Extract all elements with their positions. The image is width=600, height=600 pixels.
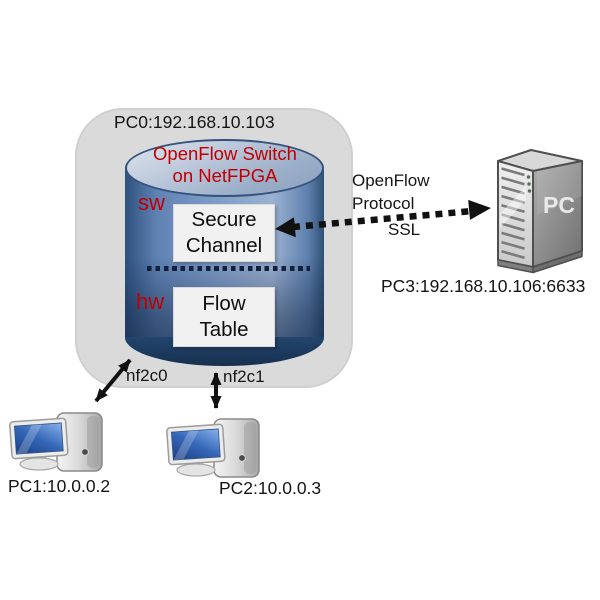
pc1-label: PC1:10.0.0.2 <box>8 476 111 496</box>
flow-table-line1: Flow <box>202 292 246 315</box>
server-leds <box>526 174 532 194</box>
pc2-computer-icon <box>165 418 260 478</box>
sw-hw-divider <box>147 266 310 271</box>
switch-cylinder-top <box>125 139 324 197</box>
pc2-label: PC2:10.0.0.3 <box>219 478 322 498</box>
pc3-label: PC3:192.168.10.106:6633 <box>381 276 586 296</box>
nf2c0-port-label: nf2c0 <box>126 366 168 385</box>
protocol-line2: Protocol <box>352 194 415 213</box>
hw-label: hw <box>136 289 165 314</box>
secure-channel-line1: Secure <box>191 208 257 231</box>
nf2c1-port-label: nf2c1 <box>223 367 265 386</box>
pc3-device-label: PC <box>543 192 575 218</box>
switch-title-line1: OpenFlow Switch <box>153 143 297 164</box>
secure-channel-box: Secure Channel <box>173 204 275 262</box>
protocol-line1: OpenFlow <box>352 171 430 190</box>
protocol-line3: SSL <box>388 220 421 239</box>
switch-title-line2: on NetFPGA <box>172 165 278 186</box>
pc1-computer-icon <box>8 412 103 472</box>
openflow-protocol-label: OpenFlow Protocol SSL <box>352 169 429 241</box>
sw-label: sw <box>138 190 165 215</box>
flow-table-box: Flow Table <box>173 287 275 347</box>
secure-channel-line2: Channel <box>185 234 263 257</box>
switch-title: OpenFlow Switch on NetFPGA <box>127 143 323 187</box>
flow-table-line2: Table <box>199 318 249 341</box>
server-vents <box>501 167 525 260</box>
pc0-label: PC0:192.168.10.103 <box>114 112 275 132</box>
